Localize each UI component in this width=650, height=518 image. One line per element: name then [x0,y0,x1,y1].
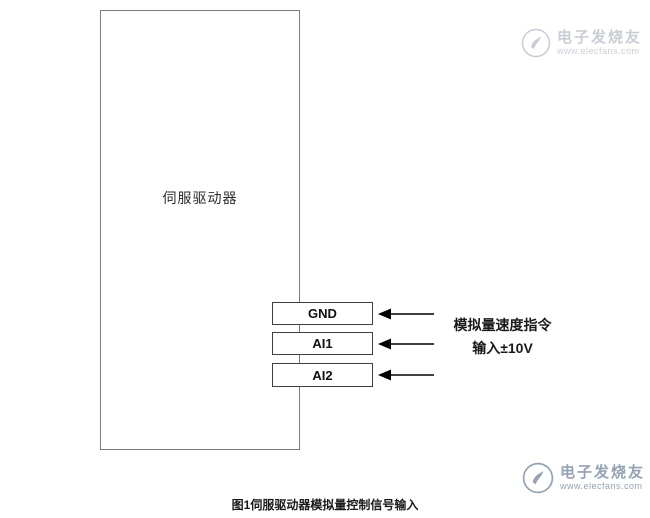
port-ai2: AI2 [272,363,373,387]
arrow-to-ai1-icon [378,338,434,350]
port-ai1: AI1 [272,332,373,355]
watermark-brand: 电子发烧友 [556,29,642,47]
arrow-to-gnd-icon [378,308,434,320]
watermark-top-texts: 电子发烧友 www.elecfans.com [557,29,642,57]
elecfans-logo-icon [521,28,551,58]
watermark-brand: 电子发烧友 [559,464,645,482]
port-ai1-label: AI1 [312,336,333,351]
watermark-url: www.elecfans.com [559,481,643,492]
elecfans-logo-icon [522,462,554,494]
port-gnd: GND [272,302,373,325]
watermark-bottom-texts: 电子发烧友 www.elecfans.com [560,464,645,492]
port-gnd-label: GND [308,306,337,321]
annotation-text: 模拟量速度指令 输入±10V [435,314,570,360]
arrow-to-ai2-icon [378,369,434,381]
servo-driver-label: 伺服驱动器 [162,190,238,206]
servo-driver-box [100,10,300,450]
watermark-url: www.elecfans.com [556,46,640,57]
watermark-bottom: 电子发烧友 www.elecfans.com [522,462,645,494]
figure-caption: 图1伺服驱动器模拟量控制信号输入 [231,498,419,512]
annotation-line1: 模拟量速度指令 [453,317,552,333]
watermark-top: 电子发烧友 www.elecfans.com [521,28,642,58]
annotation-line2: 输入±10V [472,340,533,356]
port-ai2-label: AI2 [312,367,333,383]
